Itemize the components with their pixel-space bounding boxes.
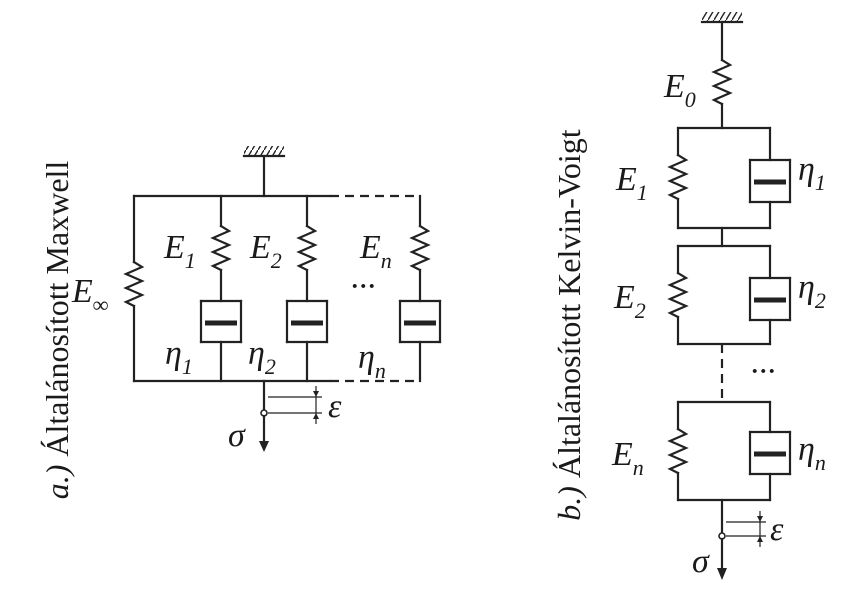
panel-b-load-indicator: [717, 498, 766, 580]
panel-a-sigma-label: σ: [228, 417, 246, 454]
panel-a-label-e1: E1: [163, 229, 196, 273]
panel-b-epsilon-label: ε: [770, 511, 784, 548]
panel-a-epsilon-label: ε: [328, 388, 342, 425]
panel-a-label-en: En: [359, 229, 392, 273]
panel-b-caption: b.)Általánosított Kelvin-Voigt: [551, 129, 587, 520]
panel-a-label-e2: E2: [249, 229, 282, 273]
panel-b-label-en: En: [611, 436, 644, 480]
panel-b: b.)Általánosított Kelvin-Voigt E0: [551, 12, 826, 580]
panel-a-spring-1: [210, 224, 232, 272]
panel-b-unit-n: [667, 400, 792, 502]
panel-a-spring-n: [409, 224, 431, 272]
panel-b-unit-2: [667, 244, 792, 346]
panel-a-caption: a.)Általánosított Maxwell: [39, 161, 75, 500]
panel-a-branch-2: [285, 194, 329, 383]
panel-b-sigma-label: σ: [692, 543, 710, 580]
panel-b-spring-n: [667, 427, 689, 475]
panel-a-label-e-infinity: E∞: [71, 273, 109, 317]
panel-b-label-eta2: η2: [798, 269, 826, 313]
panel-b-label-e2: E2: [613, 279, 646, 323]
panel-b-label-etan: ηn: [798, 431, 826, 475]
panel-a-label-etan: ηn: [358, 339, 386, 383]
panel-b-unit-1: [667, 126, 792, 230]
panel-b-label-e1: E1: [615, 161, 648, 205]
panel-a-label-eta1: η1: [165, 335, 193, 379]
panel-b-ground-support: [700, 12, 744, 62]
panel-b-spring-2: [667, 271, 689, 319]
panel-b-label-e0: E0: [663, 68, 696, 112]
panel-b-spring-e0: [711, 58, 733, 106]
panel-a-branch-1: [199, 194, 243, 383]
panel-a-spring-e-infinity: [123, 194, 145, 383]
panel-a-ellipsis: ···: [350, 268, 376, 305]
panel-b-ellipsis: ···: [750, 353, 776, 390]
panel-b-spring-1: [667, 153, 689, 201]
panel-a-ground-support: [242, 146, 286, 198]
panel-a: a.)Általánosított Maxwell E∞: [39, 146, 442, 500]
panel-a-branch-n: [398, 194, 442, 383]
panel-a-load-indicator: [259, 379, 322, 452]
panel-b-label-eta1: η1: [798, 151, 826, 195]
panel-a-label-eta2: η2: [248, 335, 276, 379]
panel-a-spring-2: [296, 224, 318, 272]
